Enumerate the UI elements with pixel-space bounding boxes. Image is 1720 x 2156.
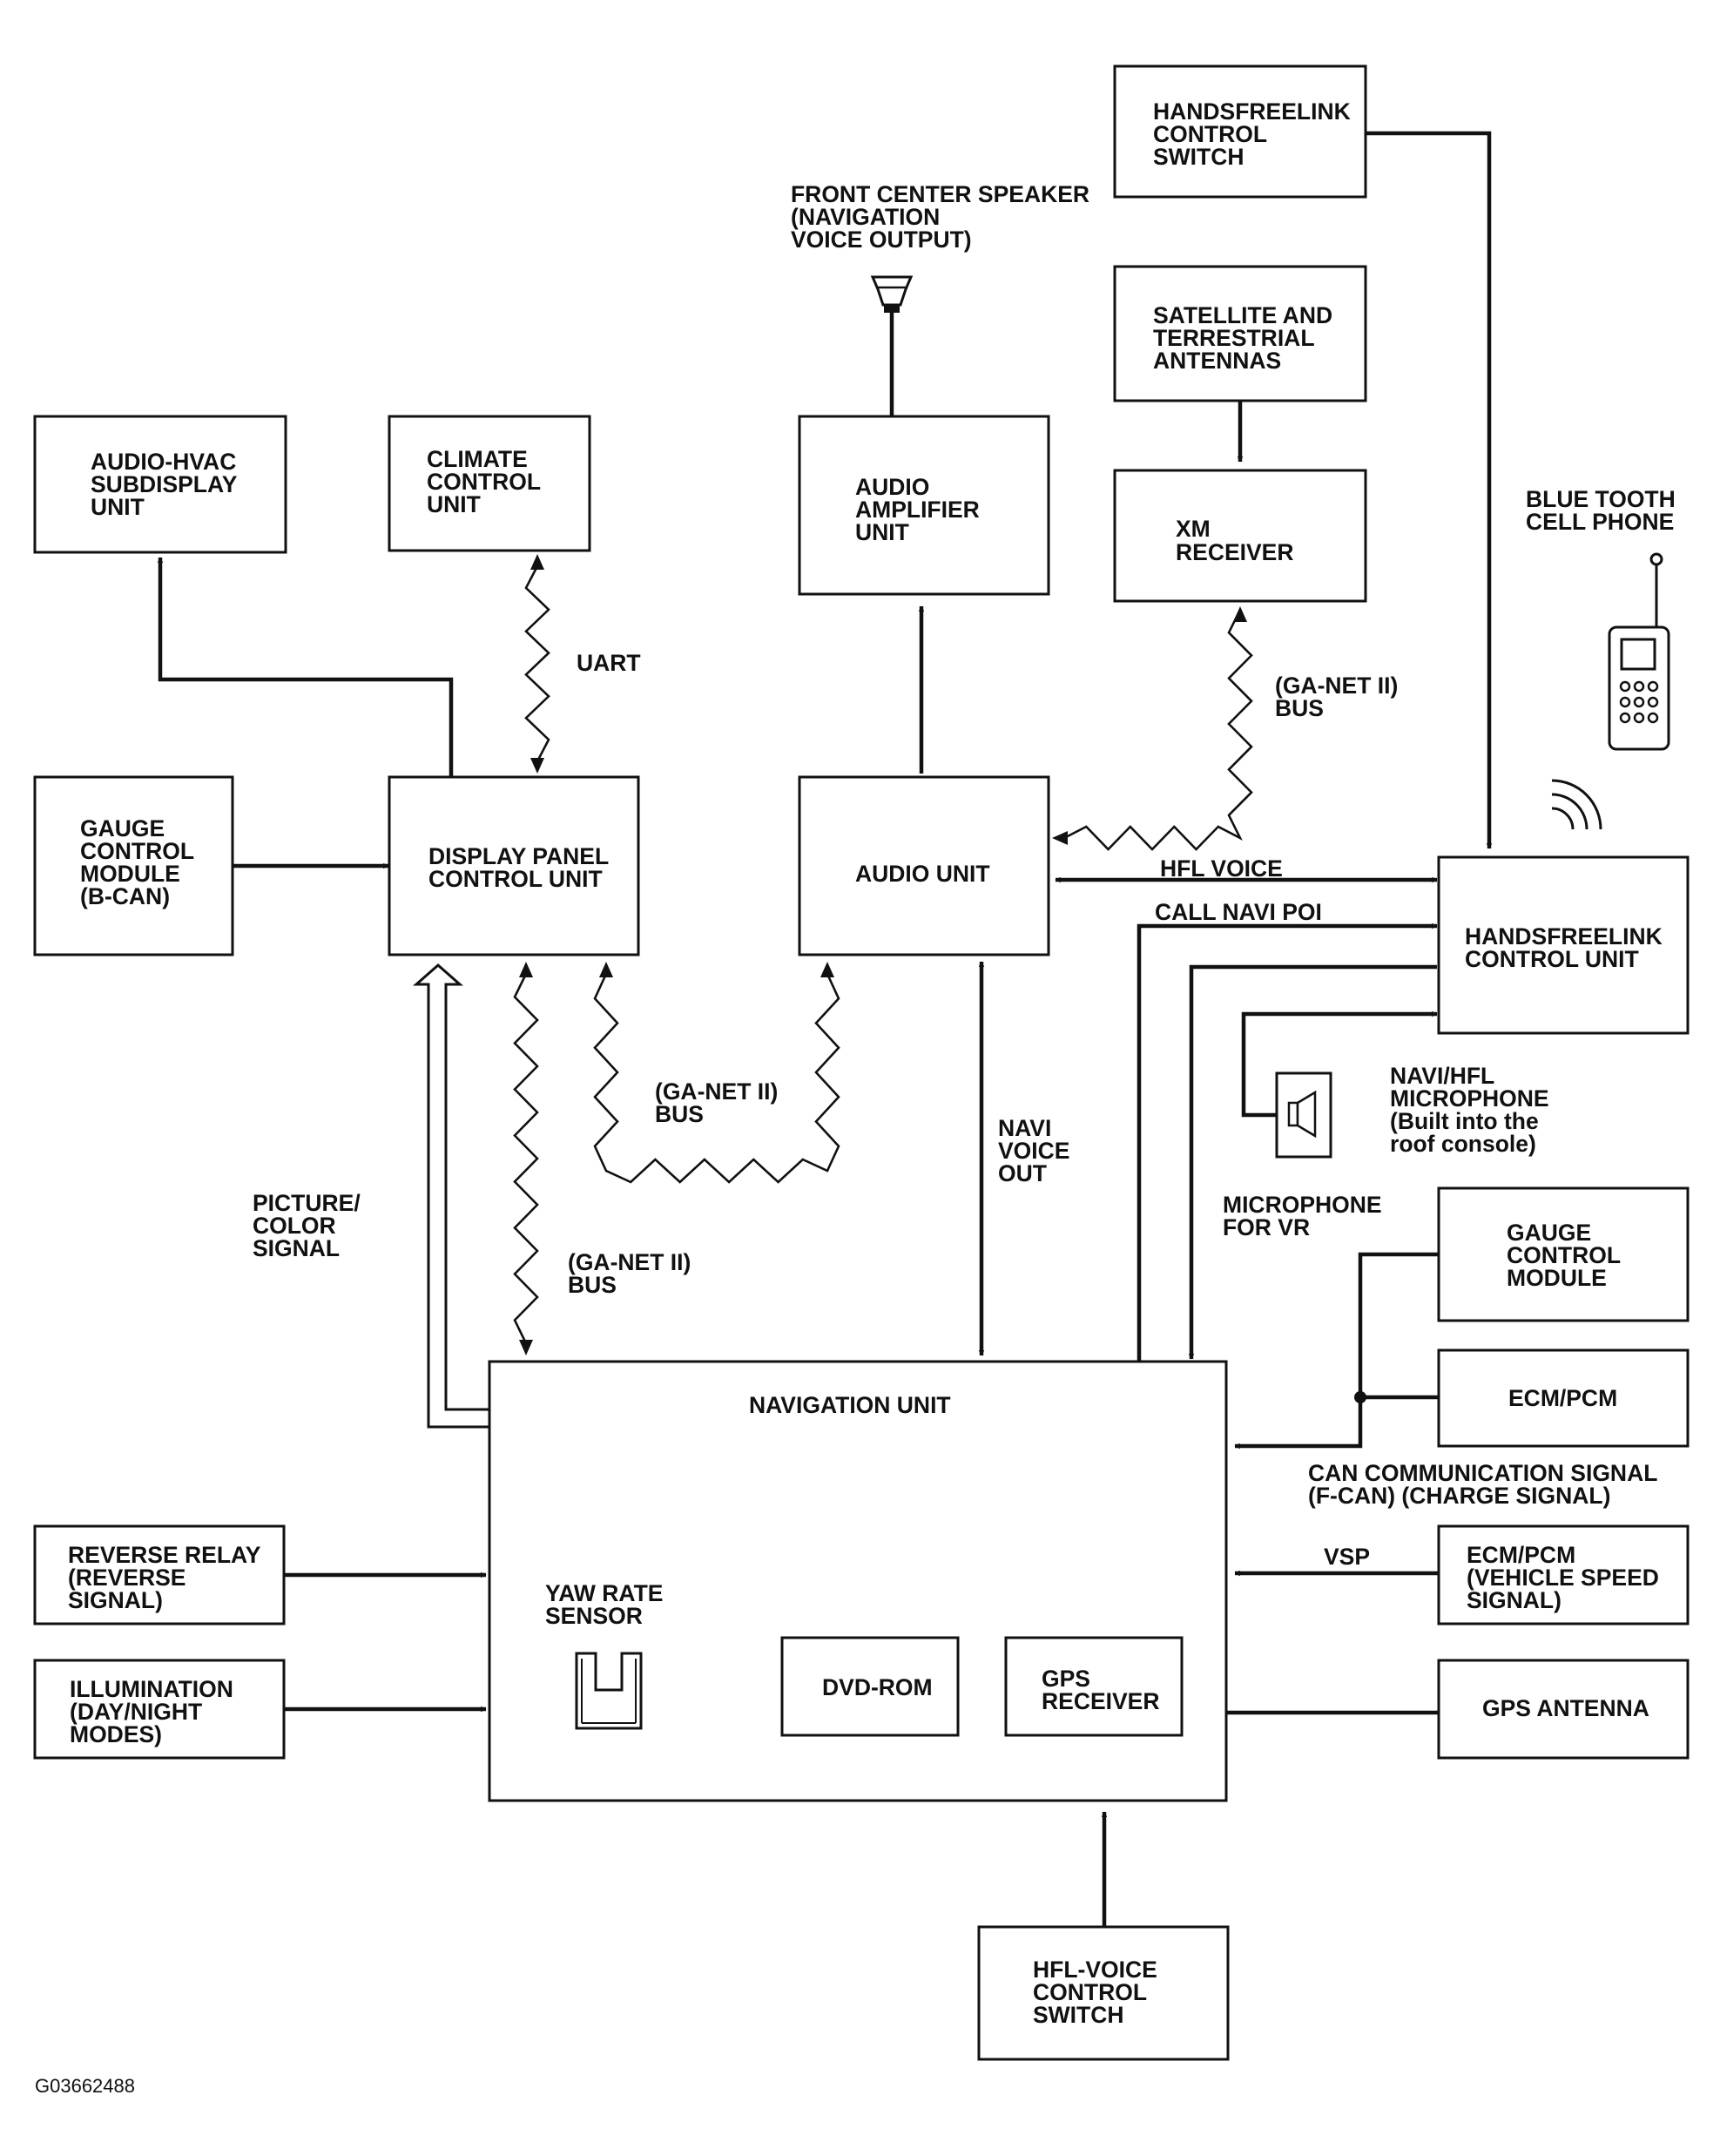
ganet-left-arrowhead-top bbox=[519, 962, 533, 977]
gps-antenna-label: GPS ANTENNA bbox=[1482, 1695, 1649, 1721]
xm-receiver-box bbox=[1113, 469, 1367, 603]
can-communication-line bbox=[1234, 1252, 1439, 1450]
cell-phone-icon bbox=[1608, 552, 1670, 751]
navi-hfl-microphone-label: NAVI/HFL MICROPHONE (Built into the roof… bbox=[1390, 1063, 1555, 1157]
xm-receiver-label: XM RECEIVER bbox=[1176, 516, 1293, 565]
ecm-pcm-vehicle-speed-box bbox=[1437, 1524, 1690, 1625]
gauge-control-module-box bbox=[1437, 1186, 1690, 1322]
reverse-relay-label: REVERSE RELAY (REVERSE SIGNAL) bbox=[68, 1542, 266, 1613]
uart-arrowhead-top bbox=[530, 554, 544, 570]
audio-hvac-subdisplay-box bbox=[33, 415, 287, 554]
gauge-control-module-bcan-box bbox=[33, 775, 234, 956]
yaw-rate-sensor-icon bbox=[575, 1652, 643, 1730]
ganet-xm-bus-line bbox=[1063, 609, 1253, 851]
gps-receiver-label: GPS RECEIVER bbox=[1042, 1666, 1159, 1714]
gps-antenna-box bbox=[1437, 1659, 1690, 1760]
ganet-left-arrowhead-bottom bbox=[519, 1340, 533, 1355]
microphone-to-hfl-line bbox=[1241, 1010, 1438, 1118]
ganet-xm-bus-label: (GA-NET II) BUS bbox=[1275, 672, 1405, 721]
figure-id-caption: G03662488 bbox=[35, 2075, 135, 2097]
ganet-mid-arrowhead-right bbox=[820, 962, 834, 977]
climate-control-unit-label: CLIMATE CONTROL UNIT bbox=[427, 446, 547, 517]
climate-control-unit-box bbox=[388, 415, 591, 552]
uart-label: UART bbox=[577, 650, 641, 676]
ecm-pcm-box bbox=[1437, 1348, 1690, 1448]
switch-to-hfl-unit-line bbox=[1366, 131, 1493, 849]
wireless-signal-icon bbox=[1551, 779, 1602, 830]
dvd-rom-box bbox=[780, 1636, 960, 1737]
connections bbox=[157, 131, 1493, 1927]
hfl-voice-control-switch-label: HFL-VOICE CONTROL SWITCH bbox=[1033, 1957, 1164, 2028]
ecm-pcm-vehicle-speed-label: ECM/PCM (VEHICLE SPEED SIGNAL) bbox=[1467, 1542, 1665, 1613]
junction-dot bbox=[1354, 1391, 1366, 1403]
audio-unit-box bbox=[798, 775, 1050, 956]
illumination-box bbox=[33, 1659, 286, 1760]
call-navi-poi-label: CALL NAVI POI bbox=[1155, 899, 1322, 925]
navi-voice-out-label: NAVI VOICE OUT bbox=[998, 1115, 1076, 1186]
handsfreelink-control-unit-label: HANDSFREELINK CONTROL UNIT bbox=[1465, 923, 1669, 972]
ganet-xm-arrowhead-top bbox=[1233, 606, 1247, 622]
uart-bus-line bbox=[524, 565, 550, 762]
display-panel-control-unit-box bbox=[388, 775, 640, 956]
ecm-pcm-label: ECM/PCM bbox=[1508, 1385, 1617, 1411]
yaw-rate-sensor-label: YAW RATE SENSOR bbox=[545, 1580, 670, 1629]
picture-color-signal-arrow bbox=[413, 963, 493, 1429]
bus-lines bbox=[513, 554, 1253, 1355]
navigation-unit-label: NAVIGATION UNIT bbox=[749, 1392, 951, 1418]
call-navi-poi-line bbox=[1137, 923, 1438, 1362]
picture-color-signal-label: PICTURE/ COLOR SIGNAL bbox=[253, 1190, 367, 1261]
microphone-icon bbox=[1275, 1071, 1332, 1159]
satellite-antennas-label: SATELLITE AND TERRESTRIAL ANTENNAS bbox=[1153, 302, 1339, 374]
handsfreelink-control-switch-label: HANDSFREELINK CONTROL SWITCH bbox=[1153, 98, 1357, 170]
display-panel-control-unit-label: DISPLAY PANEL CONTROL UNIT bbox=[428, 843, 615, 892]
ganet-xm-arrowhead-left bbox=[1052, 831, 1068, 845]
reverse-relay-box bbox=[33, 1524, 286, 1625]
signal-labels: FRONT CENTER SPEAKER (NAVIGATION VOICE O… bbox=[35, 181, 1682, 2097]
component-boxes bbox=[33, 64, 1690, 2061]
audio-hvac-subdisplay-label: AUDIO-HVAC SUBDISPLAY UNIT bbox=[91, 449, 243, 520]
can-communication-signal-label: CAN COMMUNICATION SIGNAL (F-CAN) (CHARGE… bbox=[1308, 1460, 1663, 1509]
ganet-mid-bus-label: (GA-NET II) BUS bbox=[655, 1078, 785, 1127]
hfl-voice-control-switch-box bbox=[977, 1925, 1230, 2061]
gauge-control-module-label: GAUGE CONTROL MODULE bbox=[1507, 1220, 1627, 1291]
box-labels: HANDSFREELINK CONTROL SWITCH SATELLITE A… bbox=[68, 98, 1669, 2028]
speaker-horn-icon bbox=[870, 275, 914, 313]
hfl-voice-label: HFL VOICE bbox=[1160, 855, 1283, 882]
ganet-mid-arrowhead-left bbox=[599, 962, 613, 977]
dvd-rom-label: DVD-ROM bbox=[822, 1674, 933, 1700]
ganet-mid-bus-line bbox=[593, 973, 840, 1184]
audio-amplifier-unit-label: AUDIO AMPLIFIER UNIT bbox=[855, 474, 986, 545]
microphone-for-vr-label: MICROPHONE FOR VR bbox=[1223, 1192, 1388, 1240]
bluetooth-phone-label: BLUE TOOTH CELL PHONE bbox=[1526, 486, 1682, 535]
satellite-antennas-box bbox=[1113, 265, 1367, 402]
ganet-left-bus-line bbox=[513, 973, 539, 1344]
audio-unit-label: AUDIO UNIT bbox=[855, 861, 990, 887]
ganet-left-bus-label: (GA-NET II) BUS bbox=[568, 1249, 698, 1298]
gps-receiver-box bbox=[1004, 1636, 1184, 1737]
handsfreelink-control-switch-box bbox=[1113, 64, 1367, 199]
gauge-control-module-bcan-label: GAUGE CONTROL MODULE (B-CAN) bbox=[80, 815, 200, 909]
display-to-subdisplay-line bbox=[157, 557, 454, 777]
illumination-label: ILLUMINATION (DAY/NIGHT MODES) bbox=[70, 1676, 239, 1747]
audio-amplifier-unit-box bbox=[798, 415, 1050, 596]
microphone-for-vr-line bbox=[1188, 964, 1437, 1360]
uart-arrowhead-bottom bbox=[530, 758, 544, 774]
front-center-speaker-label: FRONT CENTER SPEAKER (NAVIGATION VOICE O… bbox=[791, 181, 1096, 253]
handsfreelink-control-unit-box bbox=[1437, 855, 1690, 1035]
vsp-label: VSP bbox=[1324, 1544, 1370, 1570]
